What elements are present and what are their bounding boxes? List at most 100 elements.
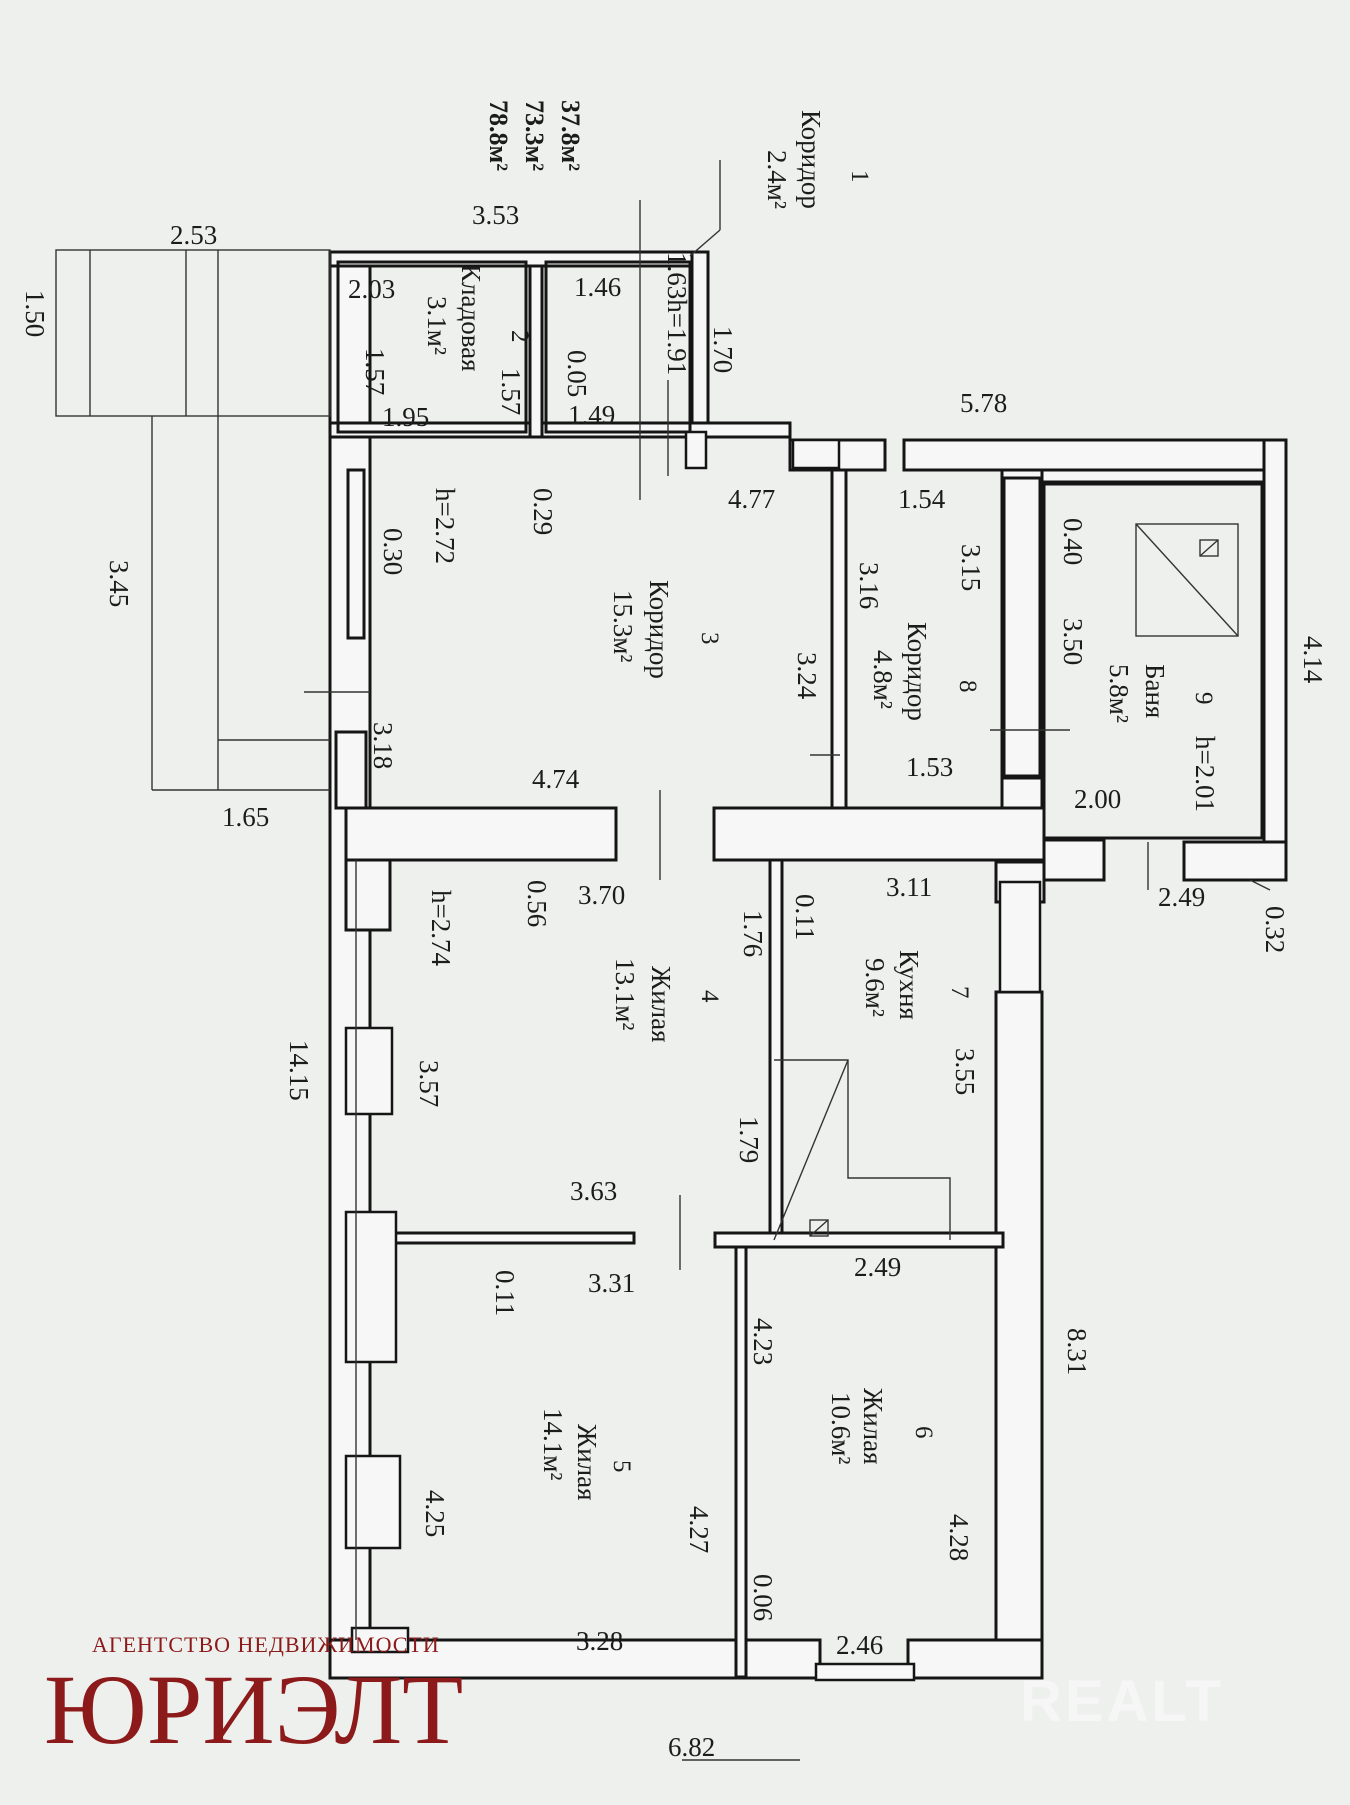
dim-ext-wall: 0.32 bbox=[1260, 906, 1290, 953]
room-height: h=2.74 bbox=[426, 890, 456, 966]
room-name: Кладовая bbox=[456, 264, 486, 372]
dim-r8-right: 3.15 bbox=[956, 544, 986, 591]
wall-room3-left-a bbox=[346, 468, 366, 640]
window-room5-corner bbox=[350, 1626, 410, 1654]
wall-right-lower bbox=[994, 990, 1044, 1680]
dim-bottom-total: 6.82 bbox=[668, 1732, 715, 1762]
room-4-label: 4 Жилая 13.1м² h=2.74 bbox=[426, 890, 723, 1043]
room-area: 10.6м² bbox=[826, 1392, 856, 1464]
dim-r7-bottom: 2.49 bbox=[854, 1252, 901, 1282]
agency-label: АГЕНТСТВО НЕДВИЖИМОСТИ bbox=[92, 1632, 440, 1657]
wall-room4-bottom-b bbox=[713, 1231, 1005, 1249]
window-corridor-top bbox=[791, 438, 841, 470]
room-height: 1.63h=1.91 bbox=[662, 252, 692, 375]
wall-room8-left bbox=[830, 468, 848, 810]
dim-r4-wall: 0.56 bbox=[522, 880, 552, 927]
wall-room4-right bbox=[768, 858, 784, 1237]
wall-top bbox=[328, 250, 710, 268]
total-area-3: 78.8м² bbox=[484, 100, 513, 171]
room8-partition bbox=[1002, 476, 1042, 778]
room1-post bbox=[684, 430, 708, 470]
dim-porch-width: 1.50 bbox=[20, 290, 50, 337]
dim-door-w: 2.49 bbox=[1158, 882, 1205, 912]
wall-room4-stub bbox=[344, 858, 392, 932]
room-name: Кухня bbox=[894, 950, 924, 1020]
dim-r6-bottom: 2.46 bbox=[836, 1630, 883, 1660]
dim-r3-bottom: 4.74 bbox=[532, 764, 580, 794]
room-area: 4.8м² bbox=[868, 650, 898, 709]
dim-r5-left: 4.25 bbox=[420, 1490, 450, 1537]
room-number: 5 bbox=[608, 1460, 635, 1473]
dim-r7-wall: 0.11 bbox=[790, 894, 820, 940]
room-name: Коридор bbox=[796, 110, 826, 209]
window-room4 bbox=[344, 1026, 394, 1116]
room-number: 2 bbox=[506, 330, 533, 343]
dim-r2-top: 2.03 bbox=[348, 274, 395, 304]
dimension-lines bbox=[304, 160, 1271, 1761]
room-number: 4 bbox=[696, 990, 723, 1003]
dim-right-lower: 8.31 bbox=[1062, 1328, 1092, 1375]
dim-r2-side-b: 1.57 bbox=[496, 368, 526, 415]
room-area: 15.3м² bbox=[608, 590, 638, 662]
room-height: h=2.72 bbox=[430, 488, 460, 564]
dim-r3-top: 4.77 bbox=[728, 484, 775, 514]
dim-r3-right: 3.24 bbox=[792, 652, 822, 700]
watermark: REALT bbox=[1020, 1669, 1225, 1734]
room-6-label: 6 Жилая 10.6м² bbox=[826, 1388, 937, 1465]
agency-logo-text: ЮРИЭЛТ bbox=[44, 1654, 464, 1765]
dim-r9-wall: 0.40 bbox=[1058, 518, 1088, 565]
room-number: 3 bbox=[696, 632, 723, 645]
total-area-2: 73.3м² bbox=[520, 100, 549, 171]
window-kitchen bbox=[998, 880, 1042, 994]
dim-r8-left: 3.16 bbox=[854, 562, 884, 609]
dim-r6-right: 4.28 bbox=[944, 1514, 974, 1561]
room-area: 14.1м² bbox=[538, 1408, 568, 1480]
room-name: Коридор bbox=[902, 622, 932, 721]
wall-room5-right bbox=[734, 1245, 748, 1679]
dim-r3-left: 3.18 bbox=[368, 722, 398, 769]
dim-r4-top: 3.70 bbox=[578, 880, 625, 910]
dim-right-side: 4.14 bbox=[1298, 636, 1328, 684]
room-name: Баня bbox=[1140, 664, 1170, 718]
dim-r4-right-a: 1.76 bbox=[738, 910, 768, 957]
dim-r1-side: 1.70 bbox=[708, 326, 738, 373]
dim-r8-bottom: 1.53 bbox=[906, 752, 953, 782]
room-height: h=2.01 bbox=[1190, 736, 1220, 812]
dim-porch-side: 3.45 bbox=[104, 560, 134, 607]
room-7-label: 7 Кухня 9.6м² bbox=[860, 950, 973, 1020]
wall-bath-bottom-right bbox=[1182, 840, 1288, 882]
bath-interior bbox=[1042, 480, 1264, 840]
dim-top-wall: 3.53 bbox=[472, 200, 519, 230]
stairs bbox=[773, 1059, 951, 1241]
wall-room2-right bbox=[528, 264, 544, 439]
room-name: Жилая bbox=[858, 1388, 888, 1465]
room2-outline bbox=[336, 260, 528, 434]
room-3-label: 3 Коридор 15.3м² h=2.72 bbox=[430, 488, 723, 679]
dim-r3-wall-b: 0.30 bbox=[378, 528, 408, 575]
dim-r2-bottom: 1.95 bbox=[382, 402, 429, 432]
wall-corridor-bottom-left bbox=[344, 806, 618, 862]
wall-top-right bbox=[902, 438, 1288, 472]
room-area: 9.6м² bbox=[860, 958, 890, 1017]
wall-bath-bottom-left bbox=[1038, 838, 1106, 882]
dim-r4-right-b: 1.79 bbox=[734, 1116, 764, 1163]
dim-r4-bottom: 3.63 bbox=[570, 1176, 617, 1206]
room-number: 6 bbox=[910, 1426, 937, 1439]
dim-r9-side: 3.50 bbox=[1058, 618, 1088, 665]
room-area: 2.4м² bbox=[762, 150, 792, 209]
porch-outline bbox=[55, 249, 331, 417]
room-5-label: 5 Жилая 14.1м² bbox=[538, 1408, 635, 1501]
dim-r5-right: 4.27 bbox=[684, 1506, 714, 1553]
porch bbox=[55, 249, 331, 791]
window-room5-bottom bbox=[344, 1454, 402, 1550]
dim-r6-left: 4.23 bbox=[748, 1318, 778, 1365]
dim-r1-wall: 0.05 bbox=[562, 350, 592, 397]
wall-right-bath bbox=[1262, 438, 1288, 882]
dim-r5-top: 3.31 bbox=[588, 1268, 635, 1298]
dim-r8-top: 1.54 bbox=[898, 484, 946, 514]
room-number: 8 bbox=[954, 680, 981, 693]
room-name: Коридор bbox=[644, 580, 674, 679]
dim-left-total: 14.15 bbox=[284, 1040, 314, 1101]
